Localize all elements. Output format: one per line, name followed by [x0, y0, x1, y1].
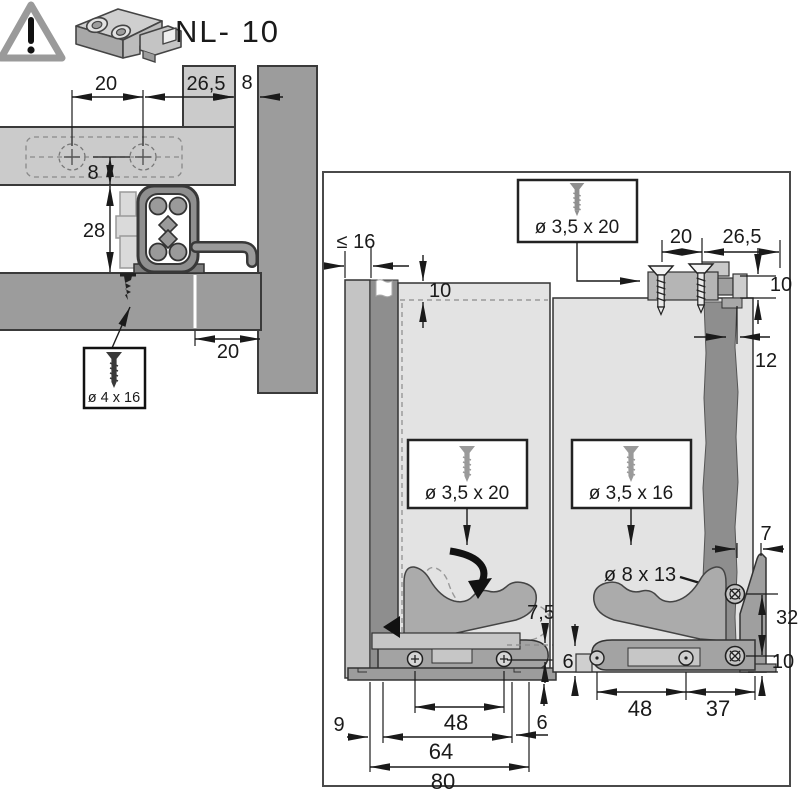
screw-box-35x16: ø 3,5 x 16	[570, 438, 693, 545]
screw-spec-right: ø 3,5 x 16	[589, 483, 674, 504]
warning-triangle-icon	[0, 1, 66, 62]
screw-box-4x16: ø 4 x 16	[82, 306, 147, 410]
right-view-bottom-dimensions: 48 37	[596, 672, 756, 721]
dim-bracket-width: 64	[429, 739, 453, 764]
slide-rail-cross-section	[115, 184, 258, 274]
dim-flange-offset: 7	[760, 523, 771, 545]
front-profile-strip	[369, 279, 399, 669]
screw-spec-label: ø 4 x 16	[88, 390, 140, 406]
dim-tab-height: 6	[562, 651, 573, 673]
dim-base-right-offset: 37	[706, 696, 730, 721]
right-detail-view: 20 26,5 10 12 ø 3,5 x 16 ø 8 x 13	[552, 226, 798, 721]
screw-box-top-35x20: ø 3,5 x 20	[516, 178, 640, 285]
dim-panel-gap: 8	[241, 72, 252, 94]
dim-front-thickness: ≤ 16	[337, 231, 376, 253]
front-panel-section	[257, 65, 318, 394]
front-bracket-right	[575, 553, 777, 673]
right-view-side-dimensions: 7 32 10 6	[562, 523, 798, 696]
dim-bottom-inset: 20	[217, 341, 239, 363]
drawer-front-side	[344, 279, 371, 679]
dim-hole-spacing: 48	[444, 710, 468, 735]
euro-dowel-hole	[724, 645, 746, 667]
screw-spec-top: ø 3,5 x 20	[535, 217, 620, 238]
drawer-bottom-panel-top-view	[0, 126, 236, 186]
detail-panel: ≤ 16 10 ø 3,5 x 20 ø 3,5 x 20	[322, 171, 798, 794]
dim-edge-offset: 9	[333, 714, 344, 736]
left-view-bottom-dimensions: 48 9 64 80	[333, 671, 530, 794]
left-detail-view: ≤ 16 10 ø 3,5 x 20 ø 3,5 x 20	[324, 178, 640, 794]
title-block: NL- 10	[0, 1, 280, 63]
dim-latch-clearance: 7,5	[527, 602, 555, 624]
screw-spec-front: ø 3,5 x 20	[425, 483, 510, 504]
dim-dowel-spacing: 32	[776, 607, 798, 629]
dim-bracket-offset: 26,5	[187, 73, 226, 95]
dim-profile-height: 28	[83, 220, 105, 242]
cabinet-bottom-panel	[0, 272, 262, 331]
euro-dowel-hole	[724, 583, 746, 605]
dim-screw-spacing-right: 20	[670, 226, 692, 248]
model-label: NL- 10	[175, 14, 280, 49]
dim-top-inset-right: 10	[770, 274, 792, 296]
cross-section-dimensions: 20 26,5 8 8 28 20	[71, 72, 283, 363]
dim-top-inset-left: 10	[429, 280, 451, 302]
dim-profile-width: 12	[755, 350, 777, 372]
top-bracket-assembly	[647, 261, 748, 316]
dim-screw-spacing-top: 20	[95, 73, 117, 95]
dim-base-hole-spacing: 48	[628, 696, 652, 721]
screw-box-front-35x20: ø 3,5 x 20	[406, 438, 529, 545]
dowel-spec-label: ø 8 x 13	[604, 564, 676, 586]
front-bracket-left	[371, 616, 549, 671]
rotate-down-arrow	[449, 547, 492, 599]
cross-section-diagram: 20 26,5 8 8 28 20 ø 4 x 16	[0, 65, 318, 410]
right-view-top-dimensions: 20 26,5 10 12	[661, 226, 792, 372]
dim-dowel-bottom-offset: 10	[772, 651, 794, 673]
bottom-rail-strip	[347, 667, 557, 681]
front-bracket-3d-icon	[75, 8, 182, 63]
mounting-screw	[120, 273, 136, 300]
dim-overall-width: 80	[431, 769, 455, 794]
dim-base-clearance: 6	[536, 712, 547, 734]
position-pointer-icon	[383, 616, 400, 638]
dim-bracket-offset-right: 26,5	[723, 226, 762, 248]
dim-screw-line-offset: 8	[87, 162, 98, 184]
